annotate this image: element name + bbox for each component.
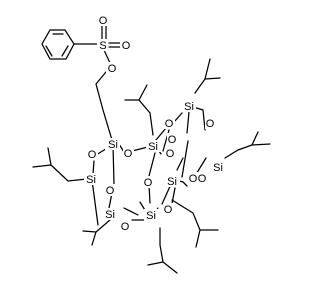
silicon-atom-5: Si: [165, 175, 180, 188]
svg-text:O: O: [164, 204, 173, 216]
svg-text:Si: Si: [105, 209, 115, 221]
cage-oxygen-9: O: [163, 203, 174, 216]
svg-text:Si: Si: [148, 141, 158, 153]
svg-text:O: O: [189, 173, 198, 185]
cage-oxygen-10: O: [120, 220, 131, 233]
svg-text:S: S: [99, 40, 106, 52]
cage-oxygen-2: O: [87, 148, 98, 161]
silicon-atom-3: Si: [181, 100, 196, 113]
cage-oxygen-4: O: [205, 117, 216, 130]
cage-oxygen-7: O: [143, 176, 154, 189]
bond-layer: [32, 23, 271, 274]
svg-text:O: O: [166, 148, 175, 160]
svg-text:Si: Si: [108, 139, 118, 151]
cage-oxygen-1: O: [123, 147, 134, 160]
svg-text:Si: Si: [213, 162, 223, 174]
cage-oxygen-11: O: [167, 133, 178, 146]
sulfonyl-oxygen-right: O: [120, 39, 131, 52]
silicon-atom-7: Si: [103, 208, 118, 221]
cage-bonds: [92, 105, 215, 221]
svg-text:O: O: [121, 221, 130, 233]
svg-text:O: O: [165, 118, 174, 130]
svg-text:O: O: [124, 148, 133, 160]
sulfur-ester-bond: [103, 49, 111, 64]
svg-text:Si: Si: [167, 176, 177, 188]
cage-oxygen-12: O: [197, 172, 208, 185]
silicon-atom-8: Si: [144, 209, 159, 222]
propyl-chain: [95, 71, 113, 141]
cage-oxygen-5: O: [165, 147, 176, 160]
svg-text:O: O: [168, 134, 177, 146]
benzene-ring: [41, 29, 75, 60]
atom-labels: O S O O Si Si Si Si: [84, 14, 226, 233]
silicon-atom-2: Si: [146, 140, 161, 153]
svg-text:O: O: [99, 15, 108, 27]
cage-oxygen-6: O: [188, 172, 199, 185]
svg-text:O: O: [206, 118, 215, 130]
silicon-atom-1: Si: [105, 138, 120, 151]
svg-text:O: O: [106, 185, 115, 197]
svg-text:Si: Si: [86, 174, 96, 186]
sulfonyl-oxygen-top: O: [98, 14, 108, 27]
molecule-canvas: O S O O Si Si Si Si: [32, 14, 271, 274]
silicon-atom-6: Si: [84, 173, 99, 186]
svg-text:O: O: [122, 40, 131, 52]
svg-text:Si: Si: [184, 101, 194, 113]
svg-text:O: O: [108, 63, 117, 75]
benzene-inner-bonds: [45, 33, 69, 57]
cage-oxygen-3: O: [164, 117, 175, 130]
sulfur-atom: S: [97, 39, 108, 52]
svg-text:Si: Si: [146, 210, 156, 222]
silicon-atom-4: Si: [211, 161, 226, 174]
cage-oxygen-8: O: [104, 184, 115, 197]
sulfonyl-double-bond-1: [101, 23, 107, 40]
ester-oxygen: O: [106, 62, 117, 75]
isobutyl-bonds: [32, 58, 271, 274]
svg-text:O: O: [88, 149, 97, 161]
structure-diagram: O S O O Si Si Si Si: [32, 14, 271, 274]
svg-text:O: O: [144, 177, 153, 189]
svg-text:O: O: [198, 173, 207, 185]
